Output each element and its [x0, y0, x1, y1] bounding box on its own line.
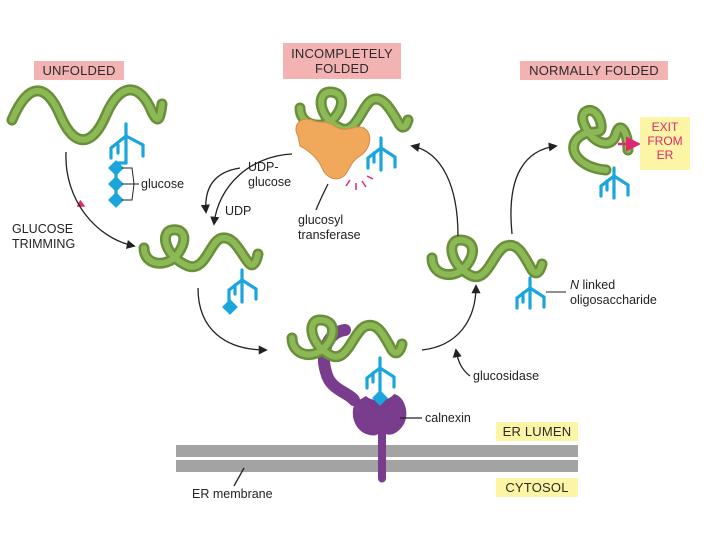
state-label-unfolded: UNFOLDED: [34, 61, 124, 80]
er-lumen-text: ER LUMEN: [502, 424, 572, 439]
n-linked-rest: linked: [579, 278, 616, 292]
state-incomplete-line2: FOLDED: [315, 61, 369, 76]
pointer-glucosyl-transferase: [315, 183, 329, 211]
udp-label: UDP: [225, 204, 252, 218]
arrow-to-normal-fold: [510, 142, 558, 235]
incompletely-folded-protein: [294, 86, 414, 135]
state-unfolded-text: UNFOLDED: [42, 63, 116, 78]
arrow-calnexin-to-glucosidase: [421, 284, 481, 351]
arrow-udp-glucose-loop: [200, 167, 241, 214]
glucosidase-label: glucosidase: [473, 369, 540, 383]
oligosaccharide-text: oligosaccharide: [570, 293, 657, 307]
cytosol-text: CYTOSOL: [505, 480, 569, 495]
exit-from-er-box: EXIT FROM ER: [640, 117, 690, 170]
oligosaccharide-calnexin: [365, 356, 396, 406]
normally-folded-protein: [568, 105, 634, 176]
exit-line2: FROM: [647, 134, 683, 148]
state-normal-text: NORMALLY FOLDED: [529, 63, 659, 78]
oligosaccharide-with-three-glucose: [108, 122, 145, 208]
enzyme-active-site-marks: [345, 175, 374, 190]
state-label-incompletely-folded: INCOMPLETELY FOLDED: [283, 43, 401, 79]
calnexin-bound-protein: [286, 314, 408, 363]
arrow-to-calnexin: [197, 287, 268, 355]
arrow-trimming: [65, 151, 136, 249]
arrow-transferase-to-trimmed: [210, 153, 293, 226]
exit-line1: EXIT: [651, 120, 679, 134]
udp-glucose-line2: glucose: [248, 175, 292, 189]
trimming-line2: TRIMMING: [12, 237, 76, 251]
n-linked-oligosaccharide-glyph: [515, 276, 546, 310]
n-linked-italic: N: [570, 278, 580, 292]
arrow-to-transferase: [410, 142, 459, 237]
transferase-line1: glucosyl: [298, 213, 344, 227]
compartment-cytosol: CYTOSOL: [496, 478, 578, 497]
state-incomplete-line1: INCOMPLETELY: [291, 46, 393, 61]
state-label-normally-folded: NORMALLY FOLDED: [520, 61, 668, 80]
n-linked-oligosaccharide-label: N linked oligosaccharide: [570, 278, 657, 308]
cycle-arrows: [65, 142, 558, 487]
calnexin-label: calnexin: [425, 411, 471, 425]
glucose-trimming-label: GLUCOSE TRIMMING: [12, 222, 75, 252]
udp-glucose-line1: UDP-: [248, 160, 279, 174]
unfolded-protein: [6, 84, 168, 146]
deglucosylated-protein: [426, 234, 548, 283]
compartment-er-lumen: ER LUMEN: [496, 422, 578, 441]
glucosyl-transferase-enzyme: [295, 118, 371, 180]
glucose-bracket: [122, 167, 139, 201]
udp-glucose-label: UDP- glucose: [248, 160, 291, 190]
glucosyl-transferase-label: glucosyl transferase: [298, 213, 361, 243]
glucose-label: glucose: [141, 177, 185, 191]
trimmed-protein: [138, 224, 264, 273]
exit-line3: ER: [656, 148, 674, 162]
pointer-er-membrane: [233, 467, 245, 487]
er-membrane-label: ER membrane: [192, 487, 273, 501]
trimming-line1: GLUCOSE: [12, 222, 74, 236]
oligosaccharide-one-glucose: [222, 268, 258, 315]
arrow-glucosidase: [452, 348, 471, 377]
transferase-line2: transferase: [298, 228, 361, 242]
oligosaccharide-folded: [599, 166, 630, 200]
oligosaccharide-incomplete: [366, 136, 397, 172]
er-membrane: [176, 445, 578, 472]
